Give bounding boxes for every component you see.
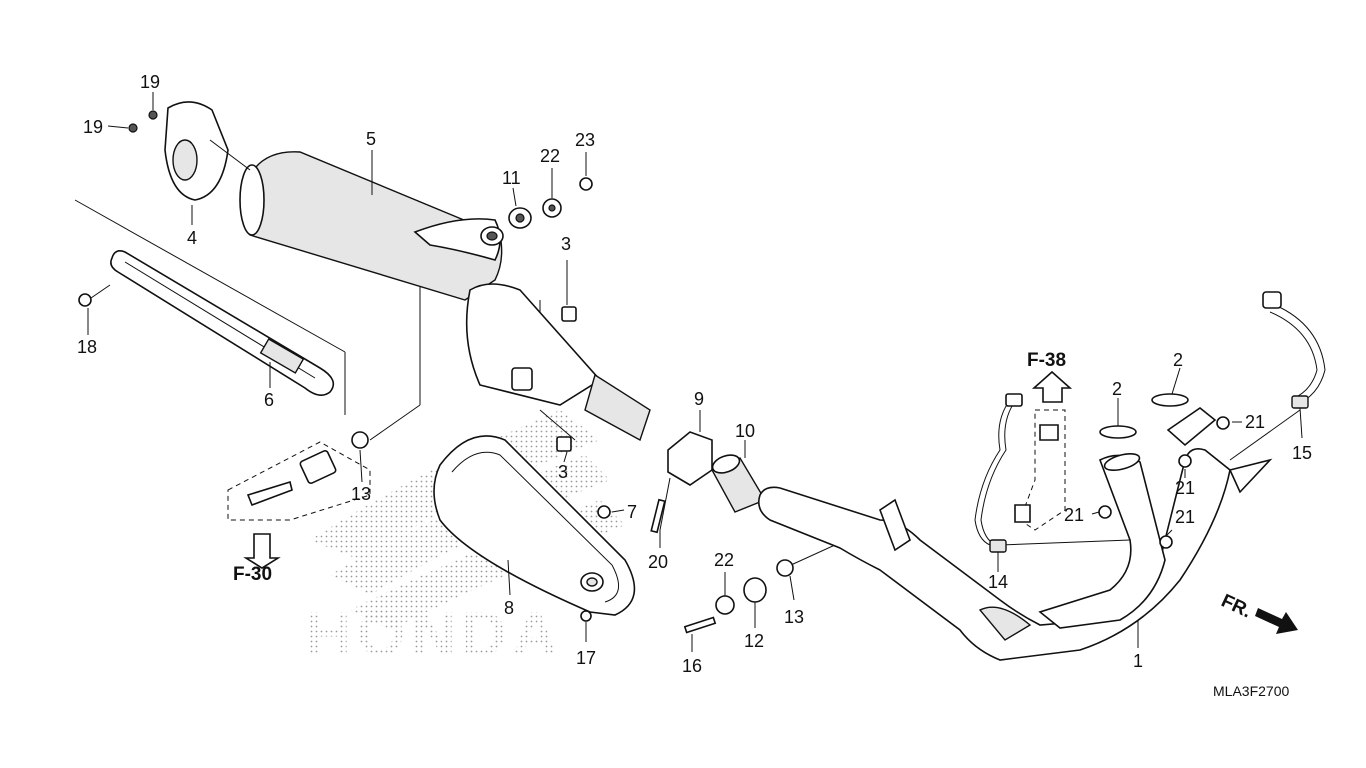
end-cap-part-4: [164, 101, 251, 201]
callout-21d: 21: [1175, 507, 1195, 527]
ref-f38[interactable]: F-38: [1027, 350, 1066, 371]
f38-detail-box: [1014, 370, 1073, 531]
o2-sensor-part-14: [974, 393, 1023, 553]
callout-7: 7: [627, 502, 637, 522]
callout-17: 17: [576, 648, 596, 668]
callout-19b: 19: [83, 117, 103, 137]
gasket-part-10: [711, 454, 767, 513]
callout-3a: 3: [561, 234, 571, 254]
callout-21b: 21: [1175, 478, 1195, 498]
cover-part-8: [433, 435, 636, 616]
callout-21c: 21: [1064, 505, 1084, 525]
o2-sensor-part-15: [1262, 291, 1326, 409]
callout-2b: 2: [1173, 350, 1183, 370]
callout-15: 15: [1292, 443, 1312, 463]
callout-9: 9: [694, 389, 704, 409]
callout-3b: 3: [558, 462, 568, 482]
callout-1: 1: [1133, 651, 1143, 671]
callout-11: 11: [502, 168, 521, 188]
callout-23: 23: [575, 130, 595, 150]
front-arrow-icon: FR.: [1218, 590, 1298, 634]
callout-16: 16: [682, 656, 702, 676]
leader-lines: [87, 92, 1303, 652]
ref-f30[interactable]: F-30: [233, 564, 272, 585]
protector-part-6: [110, 250, 335, 396]
callout-5: 5: [366, 129, 376, 149]
callout-labels: 1 2 2 3 3 4 5 6 7 8 9 10 11 12 13 13 14 …: [77, 72, 1312, 676]
callout-14: 14: [988, 572, 1008, 592]
callout-12: 12: [744, 631, 764, 651]
exhaust-pipe-part-1: [757, 407, 1273, 661]
callout-20: 20: [648, 552, 668, 572]
callout-22b: 22: [714, 550, 734, 570]
muffler-part-5: [239, 151, 651, 442]
callout-10: 10: [735, 421, 755, 441]
callout-13b: 13: [784, 607, 804, 627]
diagram-code: MLA3F2700: [1213, 683, 1289, 699]
callout-19a: 19: [140, 72, 160, 92]
front-label: FR.: [1218, 590, 1255, 622]
hardware-parts: [78, 110, 1230, 634]
joint-part-9: [659, 431, 713, 531]
f30-detail-box: [227, 441, 371, 569]
honda-watermark-text: HONDA: [306, 600, 563, 669]
callout-6: 6: [264, 390, 274, 410]
callout-2a: 2: [1112, 379, 1122, 399]
callout-21a: 21: [1245, 412, 1265, 432]
callout-18: 18: [77, 337, 97, 357]
callout-22a: 22: [540, 146, 560, 166]
callout-8: 8: [504, 598, 514, 618]
callout-4: 4: [187, 228, 197, 248]
callout-13a: 13: [351, 484, 371, 504]
